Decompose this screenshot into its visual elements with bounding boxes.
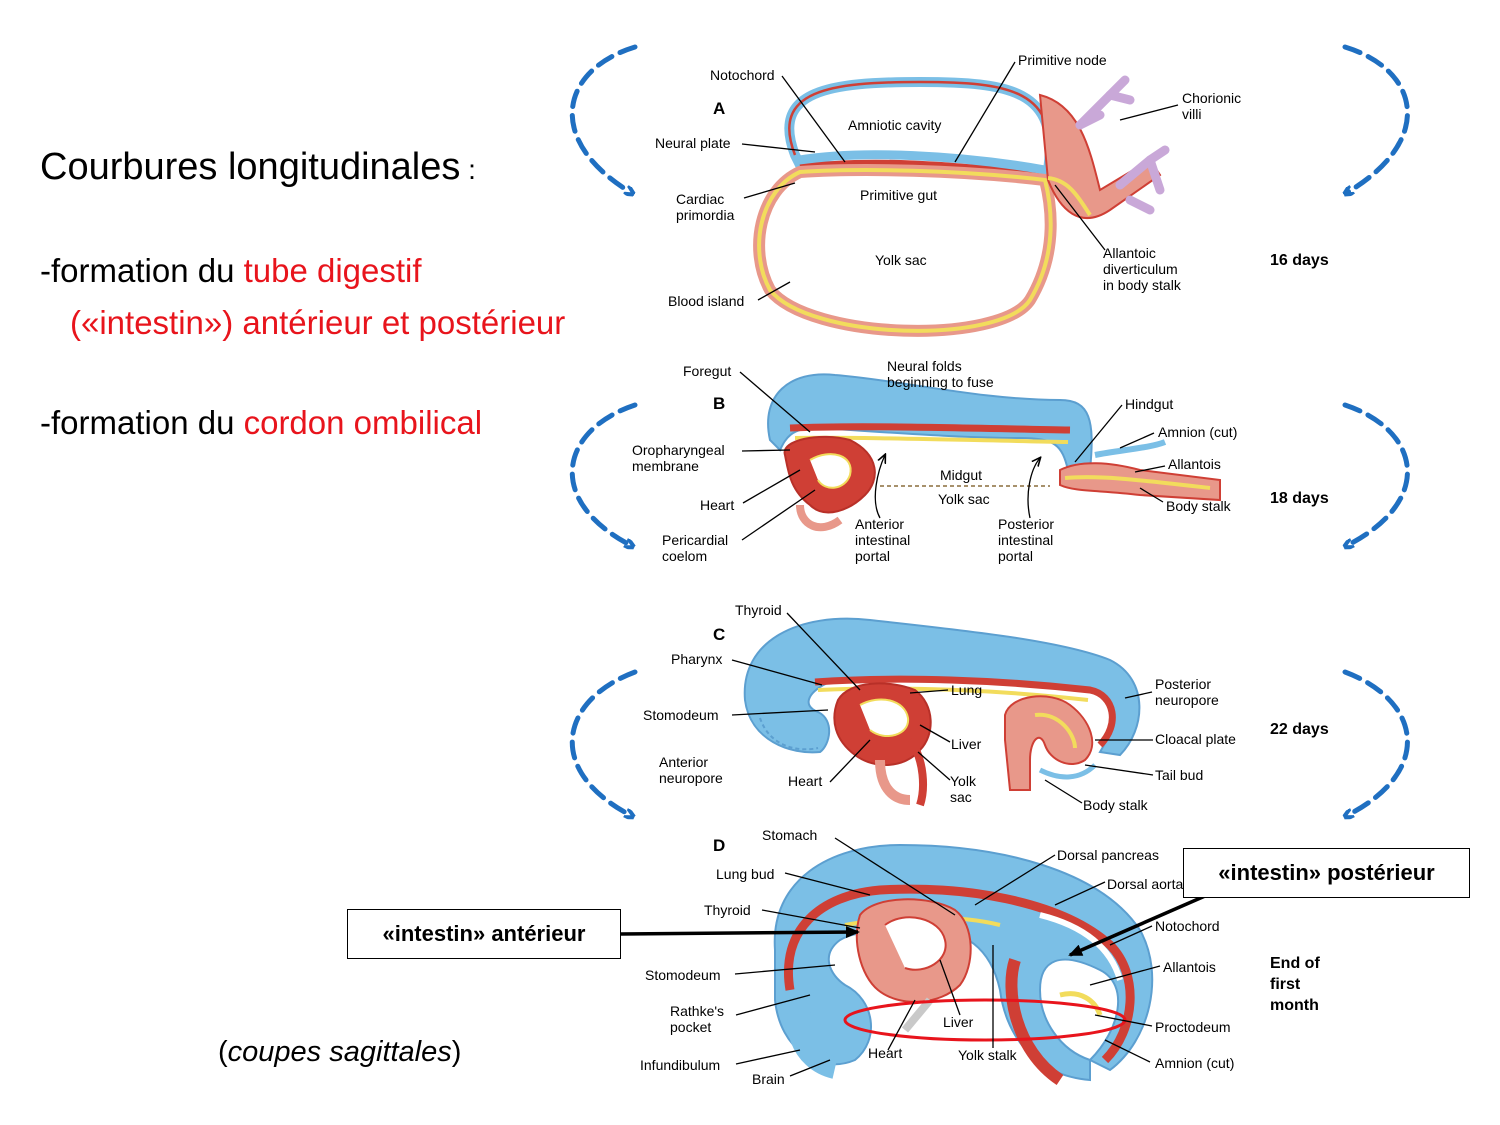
arrow-left-1: [570, 44, 638, 192]
label-thyroid-d: Thyroid: [704, 902, 751, 918]
panel-c-letter: C: [713, 625, 725, 644]
umbilical-ring-highlight: [843, 998, 1127, 1042]
callout-anterior-gut: «intestin» antérieur: [347, 909, 621, 959]
label-foregut: Foregut: [683, 363, 731, 379]
age-c: 22 days: [1270, 721, 1329, 738]
callout-anterior-text: «intestin» antérieur: [382, 921, 586, 946]
callout-posterior-gut: «intestin» postérieur: [1183, 848, 1470, 898]
label-hindgut: Hindgut: [1125, 396, 1173, 412]
bullet-prefix: -formation du: [40, 252, 244, 289]
caption-italic: coupes sagittales: [227, 1036, 452, 1068]
label-dorsal-aorta: Dorsal aorta: [1107, 876, 1183, 892]
label-amniotic-cavity: Amniotic cavity: [848, 117, 941, 133]
label-amnion-cut-d: Amnion (cut): [1155, 1055, 1234, 1071]
label-heart-b: Heart: [700, 497, 734, 513]
caption-paren-close: ): [451, 1036, 462, 1068]
label-stomach: Stomach: [762, 827, 817, 843]
heading-colon: :: [460, 154, 476, 185]
label-lung-c: Lung: [951, 682, 982, 698]
caption-paren-open: (: [218, 1036, 228, 1068]
label-lung-bud: Lung bud: [716, 866, 774, 882]
label-body-stalk-b: Body stalk: [1166, 498, 1232, 514]
label-primitive-node: Primitive node: [1018, 52, 1107, 68]
tail-c: [1004, 695, 1094, 791]
label-yolk-stalk: Yolk stalk: [958, 1047, 1018, 1063]
label-amnion-cut-b: Amnion (cut): [1158, 424, 1237, 440]
label-notochord-d: Notochord: [1155, 918, 1220, 934]
arrow-right-2: [1345, 402, 1410, 545]
label-midgut: Midgut: [940, 467, 982, 483]
label-blood-island: Blood island: [668, 293, 744, 309]
label-infundibulum: Infundibulum: [640, 1057, 720, 1073]
label-tail-bud: Tail bud: [1155, 767, 1203, 783]
arrow-left-3: [570, 669, 638, 815]
label-dorsal-pancreas: Dorsal pancreas: [1057, 847, 1159, 863]
arrow-right-3: [1345, 669, 1410, 815]
panel-b-letter: B: [713, 394, 725, 413]
label-pharynx: Pharynx: [671, 651, 722, 667]
label-liver-c: Liver: [951, 736, 982, 752]
bullet-digestive-tube-continuation: («intestin») antérieur et postérieur: [70, 304, 565, 342]
age-a: 16 days: [1270, 252, 1329, 269]
panel-d-letter: D: [713, 836, 725, 855]
label-allantois-b: Allantois: [1168, 456, 1221, 472]
label-proctodeum: Proctodeum: [1155, 1019, 1230, 1035]
arrow-left-2: [570, 402, 638, 545]
bullet-digestive-tube: -formation du tube digestif: [40, 252, 422, 290]
label-brain: Brain: [752, 1071, 785, 1087]
callout-arrow-posterior: [1068, 894, 1206, 957]
folding-arrows: [570, 44, 1410, 815]
highlight-intestin: («intestin») antérieur et postérieur: [70, 304, 566, 341]
label-liver-d: Liver: [943, 1014, 974, 1030]
label-body-stalk-c: Body stalk: [1083, 797, 1149, 813]
highlight-cordon-ombilical: cordon ombilical: [243, 404, 483, 441]
slide-heading: Courbures longitudinales :: [40, 146, 476, 189]
label-stomodeum-d: Stomodeum: [645, 967, 720, 983]
label-heart-c: Heart: [788, 773, 822, 789]
panel-d: D Stomach Dorsal pancreas Lung bud Dorsa…: [640, 827, 1320, 1087]
label-yolk-sac-a: Yolk sac: [875, 252, 927, 268]
label-notochord-a: Notochord: [710, 67, 775, 83]
arrow-right-1: [1345, 44, 1410, 192]
label-cloacal-plate: Cloacal plate: [1155, 731, 1236, 747]
heading-text: Courbures longitudinales: [40, 146, 461, 188]
label-thyroid-c: Thyroid: [735, 602, 782, 618]
bullet-prefix: -formation du: [40, 404, 244, 441]
label-stomodeum-c: Stomodeum: [643, 707, 718, 723]
label-yolk-sac-b: Yolk sac: [938, 491, 990, 507]
label-heart-d: Heart: [868, 1045, 902, 1061]
highlight-tube-digestif: tube digestif: [243, 252, 422, 289]
panel-a-letter: A: [713, 99, 725, 118]
age-b: 18 days: [1270, 490, 1329, 507]
bullet-umbilical-cord: -formation du cordon ombilical: [40, 404, 482, 442]
label-neural-plate: Neural plate: [655, 135, 731, 151]
label-allantois-d: Allantois: [1163, 959, 1216, 975]
chorionic-villi-a: [1075, 75, 1170, 215]
caption: (coupes sagittales): [218, 1036, 461, 1069]
callout-arrow-anterior: [619, 926, 860, 939]
label-primitive-gut: Primitive gut: [860, 187, 937, 203]
callout-posterior-text: «intestin» postérieur: [1218, 860, 1435, 885]
